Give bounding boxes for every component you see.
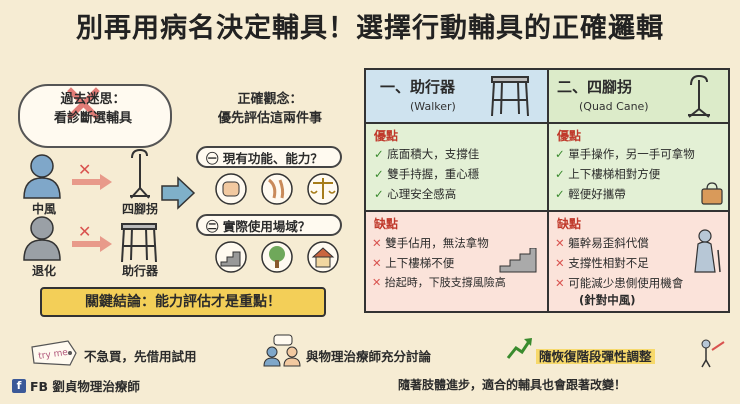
cross-mark-icon: ✕ [60,73,107,138]
walker-title: 一、助行器 [380,78,456,96]
example2-tool: 助行器 [121,264,158,278]
credit-text: FB 劉貞物理治療師 [30,379,140,394]
walker-subtitle: (Walker) [410,100,456,113]
ability-icons [215,173,339,205]
walker-pros-label: 優點 [374,129,399,143]
x-icon: ✕ [372,276,382,289]
cane-pro-item: ✓ 輕便好攜帶 [555,187,626,201]
walker-cons-label: 缺點 [374,217,399,231]
concept-text: 正確觀念： 優先評估這兩件事 [190,90,350,128]
elderly-person-icon [23,216,61,261]
tip-borrow: 不急買，先借用試用 [84,349,197,364]
cane-pro-item: ✓ 上下樓梯相對方便 [555,167,661,181]
x-icon: ✕ [372,256,382,270]
question-environment: ㊁ 實際使用場域？ [196,214,342,236]
quad-cane-icon [130,148,150,199]
concept-line2: 優先評估這兩件事 [217,111,322,126]
tip-discuss: 與物理治療師充分討論 [306,349,432,364]
facebook-icon: f [12,378,26,393]
svg-text:✕: ✕ [78,222,91,241]
x-icon: ✕ [555,236,565,250]
arrow-right-icon [72,174,112,190]
concept-line1: 正確觀念： [237,92,303,107]
x-icon: ✕ [555,276,565,290]
cane-title: 二、四腳拐 [557,78,633,96]
myth-cloud [18,84,172,148]
check-icon: ✓ [374,147,384,161]
myth-line2: 看診斷選輔具 [53,111,132,126]
check-icon: ✓ [555,167,565,181]
consult-icon [263,334,301,367]
trend-up-icon [506,338,532,359]
stairs-icon [499,248,537,273]
svg-text:✕: ✕ [78,160,91,179]
cane-cons: 缺點 ✕ 軀幹易歪斜代償 ✕ 支撐性相對不足 ✕ 可能減少患側使用機會 (針對中… [549,212,728,311]
walker-con-item: ✕ 雙手佔用，無法拿物 [372,236,489,250]
tip-adjust: 隨恢復階段彈性調整 [536,346,655,365]
myth-line1: 過去迷思： [60,92,126,107]
question-ability: ㊀ 現有功能、能力？ [196,146,342,168]
knee-icon [261,173,293,205]
cane-pros-label: 優點 [557,129,582,143]
table-divider-vertical [547,70,549,311]
walker-con-item: ✕ 抬起時，下肢支撐風險高 [372,276,506,289]
quad-cane-header-icon [688,74,710,118]
red-x-icon: ✕ [78,160,91,179]
walker-header-icon [491,76,529,117]
walker-header: 一、助行器 (Walker) [366,70,547,122]
page-title: 別再用病名決定輔具！選擇行動輔具的正確邏輯 [76,13,664,44]
walker-pros: 優點 ✓ 底面積大，支撐佳 ✓ 雙手持握，重心穩 ✓ 心理安全感高 [366,124,547,210]
comparison-table: 一、助行器 (Walker) 二、四腳拐 (Quad Cane) 優點 ✓ 底面… [364,68,730,313]
cane-cons-label: 缺點 [557,217,582,231]
try-me-label: try me [38,348,69,362]
cane-con-item: ✕ 軀幹易歪斜代償 [555,236,649,250]
myth-illustrations: ✕ ✕ [23,148,157,263]
tree-icon [261,241,293,273]
cane-pros: 優點 ✓ 單手操作，另一手可拿物 ✓ 上下樓梯相對方便 ✓ 輕便好攜帶 [549,124,728,210]
arrow-right-icon-2 [72,236,112,252]
big-arrow-icon [161,176,196,210]
x-icon: ✕ [372,236,382,250]
credit: f FB 劉貞物理治療師 [12,376,140,395]
check-icon: ✓ [374,167,384,181]
red-x-icon-2: ✕ [78,222,91,241]
cane-cons-note: (針對中風) [579,293,636,307]
walker-con-item: ✕ 上下樓梯不便 [372,256,455,270]
example2-label: 退化 [31,264,56,278]
cane-subtitle: (Quad Cane) [579,100,649,113]
walker-cons: 缺點 ✕ 雙手佔用，無法拿物 ✕ 上下樓梯不便 ✕ 抬起時，下肢支撐風險高 [366,212,547,311]
cane-con-item: ✕ 可能減少患側使用機會 [555,276,684,290]
myth-text: 過去迷思： 看診斷選輔具 [18,90,168,128]
house-icon [307,241,339,273]
example1-label: 中風 [31,202,56,216]
cane-header: 二、四腳拐 (Quad Cane) [549,70,728,122]
x-icon: ✕ [555,256,565,270]
tip-adjust-text: 隨恢復階段彈性調整 [536,349,655,364]
check-icon: ✓ [555,147,565,161]
try-me-tag-icon: try me [31,340,77,366]
key-conclusion: 關鍵結論：能力評估才是重點！ [40,287,326,317]
walker-pro-item: ✓ 雙手持握，重心穩 [374,167,480,181]
walker-icon [121,223,157,263]
fist-icon [215,173,247,205]
bag-icon [701,182,723,205]
check-icon: ✓ [374,187,384,201]
cane-con-item: ✕ 支撐性相對不足 [555,256,649,270]
stairs-icon [215,241,247,273]
walker-pro-item: ✓ 底面積大，支撐佳 [374,147,480,161]
example1-tool: 四腳拐 [121,202,158,216]
walker-pro-item: ✓ 心理安全感高 [374,187,457,201]
footnote: 隨著肢體進步，適合的輔具也會跟著改變！ [398,378,627,392]
leaning-person-icon [694,229,721,273]
check-icon: ✓ [555,187,565,201]
stroke-person-icon [23,154,61,199]
cane-pro-item: ✓ 單手操作，另一手可拿物 [555,147,695,161]
person-arrow-icon [701,339,725,368]
scale-icon [307,173,339,205]
environment-icons [215,241,339,273]
